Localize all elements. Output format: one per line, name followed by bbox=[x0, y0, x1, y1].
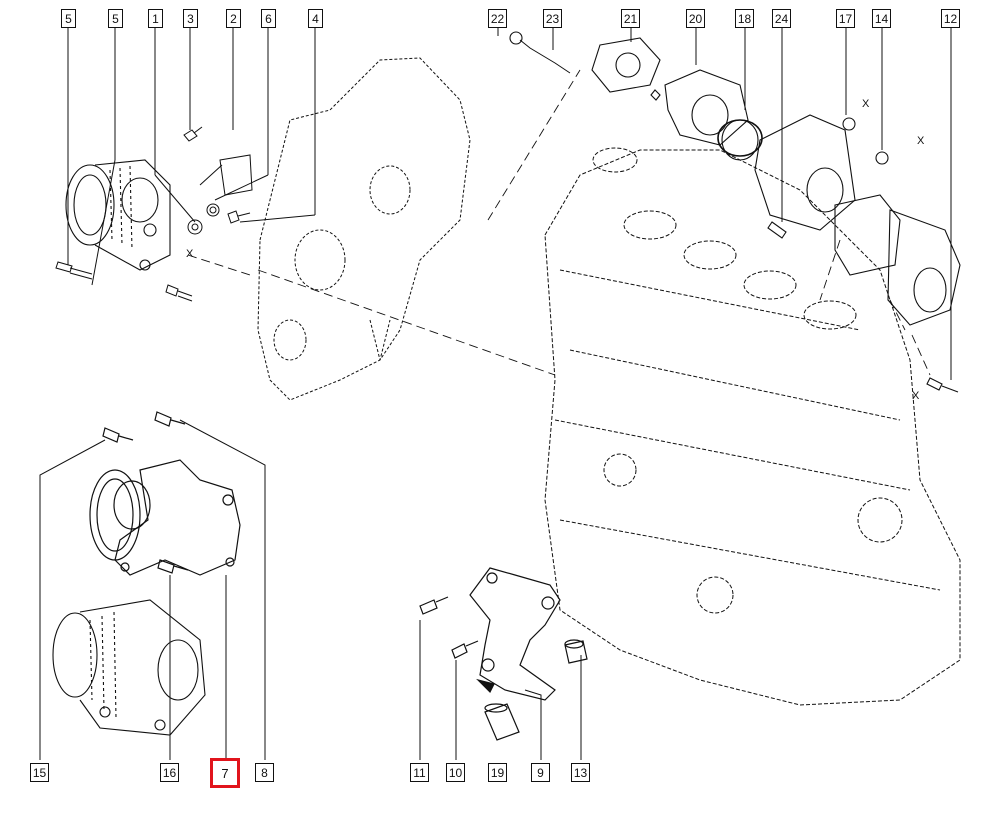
callout-2: 2 bbox=[226, 9, 241, 28]
callout-5-left: 5 bbox=[61, 9, 76, 28]
callout-5-right: 5 bbox=[108, 9, 123, 28]
x-marker-top-right: X bbox=[862, 98, 870, 110]
callout-8: 8 bbox=[255, 763, 274, 782]
x-marker-right: X bbox=[917, 135, 925, 147]
alternator-top bbox=[65, 159, 171, 271]
callout-20: 20 bbox=[686, 9, 705, 28]
callout-3: 3 bbox=[183, 9, 198, 28]
callout-19: 19 bbox=[488, 763, 507, 782]
callout-17: 17 bbox=[836, 9, 855, 28]
x-marker-bottom-right: X bbox=[912, 390, 920, 402]
x-marker-left: X bbox=[186, 248, 194, 260]
callout-22: 22 bbox=[488, 9, 507, 28]
engine-mount-bracket bbox=[419, 567, 588, 741]
callout-15: 15 bbox=[30, 763, 49, 782]
callout-9: 9 bbox=[531, 763, 550, 782]
callout-11: 11 bbox=[410, 763, 429, 782]
callout-23: 23 bbox=[543, 9, 562, 28]
callout-13: 13 bbox=[571, 763, 590, 782]
tensioner-bracket bbox=[89, 411, 241, 576]
callout-10: 10 bbox=[446, 763, 465, 782]
callout-6: 6 bbox=[261, 9, 276, 28]
callout-7-highlighted: 7 bbox=[210, 758, 240, 788]
ac-compressor bbox=[52, 599, 206, 736]
callout-4: 4 bbox=[308, 9, 323, 28]
callout-18: 18 bbox=[735, 9, 754, 28]
timing-cover bbox=[257, 57, 471, 401]
callout-12: 12 bbox=[941, 9, 960, 28]
callout-1: 1 bbox=[148, 9, 163, 28]
callout-16: 16 bbox=[160, 763, 179, 782]
callout-21: 21 bbox=[621, 9, 640, 28]
starter-motor bbox=[834, 117, 961, 393]
callout-24: 24 bbox=[772, 9, 791, 28]
engine-block bbox=[544, 147, 961, 706]
callout-14: 14 bbox=[872, 9, 891, 28]
